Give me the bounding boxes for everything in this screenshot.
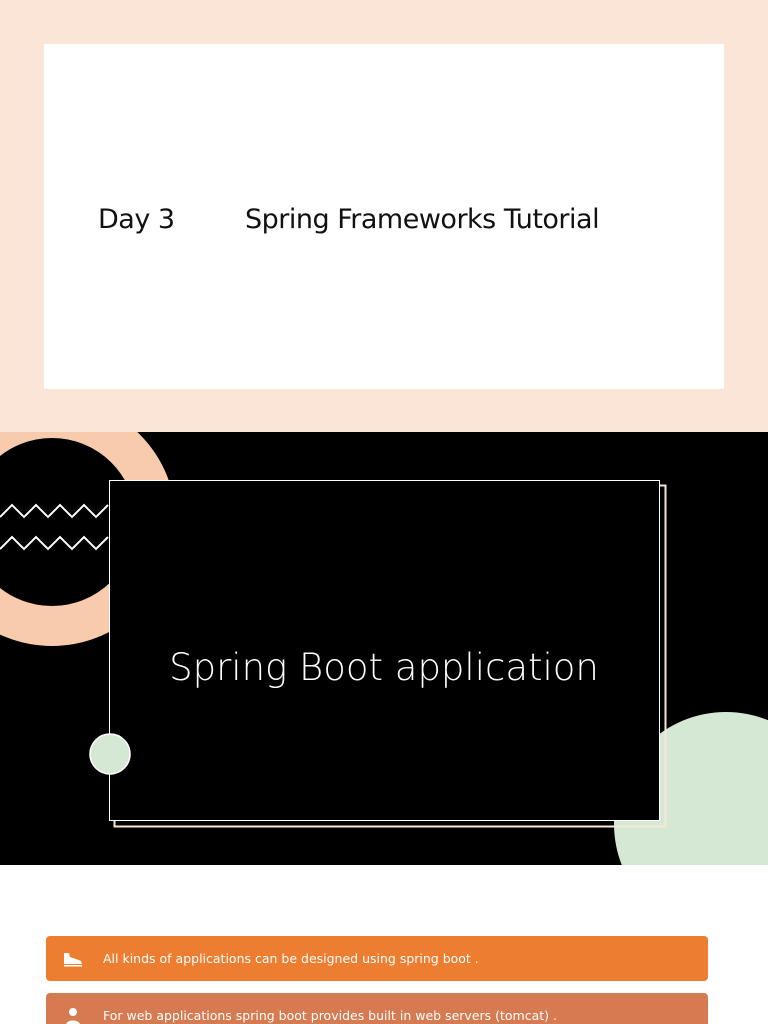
content-slide: All kinds of applications can be designe… [0,865,768,1024]
day-label: Day 3 [98,204,175,235]
section-title: Spring Boot application [169,646,599,689]
zigzag-line-top [0,503,109,519]
green-circle-small [89,733,131,775]
bullet-item: For web applications spring boot provide… [46,993,708,1024]
title-card [44,44,724,389]
tutorial-title: Spring Frameworks Tutorial [245,204,600,235]
shoe-icon [64,953,82,967]
person-icon [66,1008,80,1024]
section-slide: Spring Boot application [0,432,768,865]
decoration-front [89,733,131,775]
zigzag-line-bottom [0,535,109,551]
bullet-text: All kinds of applications can be designe… [103,951,479,966]
bullet-item: All kinds of applications can be designe… [46,936,708,981]
title-frame [109,480,660,821]
title-slide: Day 3 Spring Frameworks Tutorial [0,0,768,432]
bullet-text: For web applications spring boot provide… [103,1008,557,1023]
